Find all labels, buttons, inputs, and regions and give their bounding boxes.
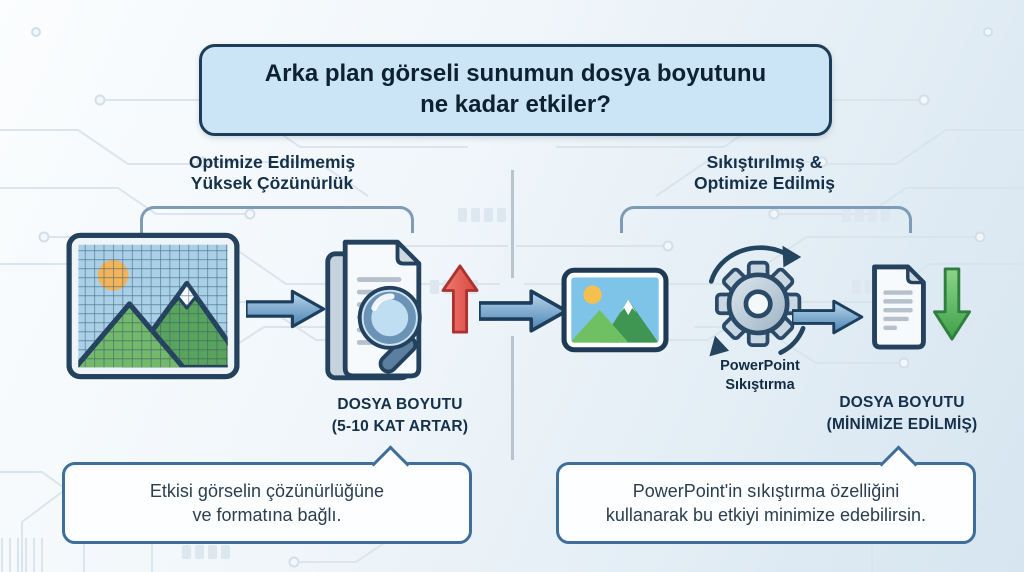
section-divider-bottom <box>511 336 514 460</box>
right-header-line-1: Sıkıştırılmış & <box>706 152 823 172</box>
left-callout-bubble: Etkisi görselin çözünürlüğüne ve formatı… <box>62 445 472 544</box>
clean-image-icon <box>561 267 669 353</box>
title-line-2: ne kadar etkiler? <box>420 91 611 118</box>
left-result-line-2: (5-10 KAT ARTAR) <box>331 418 469 435</box>
gear-label-line-1: PowerPoint <box>720 358 800 374</box>
blue-right-arrow-icon-center <box>479 284 569 338</box>
left-header-line-1: Optimize Edilmemiş <box>188 152 356 172</box>
red-up-arrow-icon <box>441 264 479 334</box>
right-result-line-2: (MİNİMİZE EDİLMİŞ) <box>826 416 978 433</box>
right-section-header: Sıkıştırılmış & Optimize Edilmiş <box>612 152 917 195</box>
document-magnifier-icon <box>320 234 444 388</box>
left-callout-line-2: ve formatına bağlı. <box>192 505 342 525</box>
gear-label-line-2: Sıkıştırma <box>725 376 795 393</box>
title-banner: Arka plan görseli sunumun dosya boyutunu… <box>199 44 832 136</box>
right-callout-line-1: PowerPoint'in sıkıştırma özelliğini <box>632 480 900 501</box>
right-header-line-2: Optimize Edilmiş <box>694 173 835 194</box>
gear-label: PowerPoint Sıkıştırma <box>695 357 825 394</box>
left-header-line-2: Yüksek Çözünürlük <box>190 173 354 194</box>
blue-right-arrow-icon-right <box>792 295 864 339</box>
left-result-label: DOSYA BOYUTU (5-10 KAT ARTAR) <box>288 394 512 438</box>
document-icon <box>864 263 932 351</box>
blue-right-arrow-icon <box>246 287 326 331</box>
right-result-line-1: DOSYA BOYUTU <box>839 394 965 411</box>
right-callout-line-2: kullanarak bu etkiyi minimize edebilirsi… <box>605 505 927 525</box>
gear-sync-icon <box>702 242 818 362</box>
section-divider-top <box>511 170 514 278</box>
title-line-1: Arka plan görseli sunumun dosya boyutunu <box>264 60 767 88</box>
left-callout-line-1: Etkisi görselin çözünürlüğüne <box>149 480 385 501</box>
left-result-line-1: DOSYA BOYUTU <box>337 396 463 413</box>
left-group-bracket <box>140 206 414 233</box>
right-group-bracket <box>620 206 912 233</box>
left-section-header: Optimize Edilmemiş Yüksek Çözünürlük <box>122 152 422 195</box>
right-callout-bubble: PowerPoint'in sıkıştırma özelliğini kull… <box>556 445 976 544</box>
green-down-arrow-icon <box>932 267 972 341</box>
pixel-grid-image-icon <box>66 232 240 380</box>
right-result-label: DOSYA BOYUTU (MİNİMİZE EDİLMİŞ) <box>790 392 1014 436</box>
